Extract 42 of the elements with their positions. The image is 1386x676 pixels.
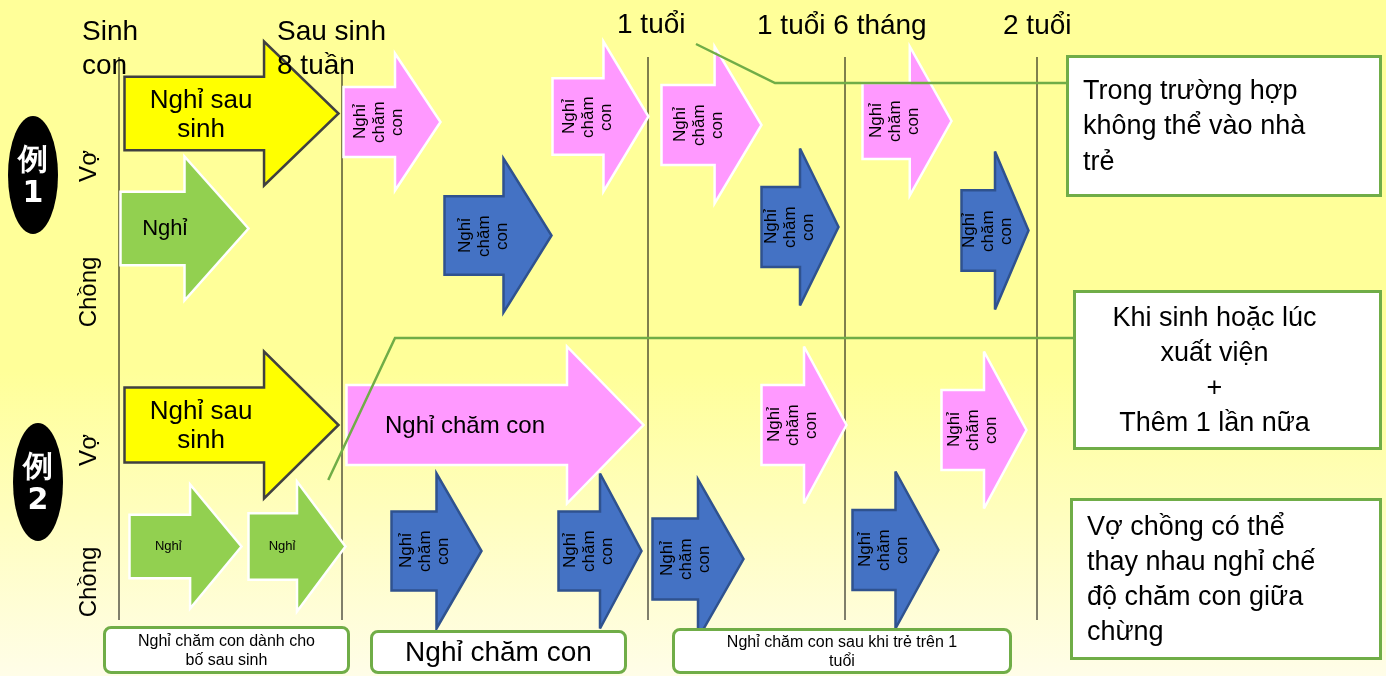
callout-text: Trong trường hợp không thể vào nhà trẻ [1083, 74, 1307, 178]
leave-label: Nghỉ chăm con [396, 529, 453, 574]
leader-line [695, 42, 1066, 85]
callout-text: Vợ chồng có thể thay nhau nghỉ chế độ chăm con giữa chừng [1087, 509, 1317, 649]
leave-label: Nghỉ sau sinh [148, 396, 254, 454]
period-box: Nghỉ chăm con dành cho bố sau sinh [103, 626, 350, 674]
age-label: 1 tuổi [617, 8, 702, 44]
callout-box [1070, 498, 1382, 660]
leave-label: Nghỉ chăm con [761, 205, 819, 250]
leave-label: Nghỉ chăm con [560, 94, 617, 140]
callout-text: Thêm 1 lần nữa [1118, 406, 1311, 440]
leave-label: Nghỉ chăm con [658, 537, 715, 582]
leave-label: Nghỉ chăm con [856, 528, 913, 573]
timeline-label: Sinh con [82, 14, 140, 82]
leave-label: Nghỉ chăm con [959, 208, 1017, 254]
leave-label: Nghỉ [268, 539, 296, 554]
row-label: Chồng [73, 256, 102, 328]
leave-label: Nghỉ chăm con [456, 213, 513, 259]
leave-label: Nghỉ chăm con [670, 103, 727, 148]
leader-line [327, 336, 1073, 481]
example-badge: 例2 [13, 423, 63, 541]
example-badge: 例1 [8, 116, 58, 234]
leave-label: Nghỉ sau sinh [148, 84, 254, 143]
callout-box [1066, 55, 1382, 197]
row-label: Chồng [73, 546, 102, 618]
leave-label: Nghỉ chăm con [561, 529, 618, 574]
callout-text: + [1205, 371, 1224, 404]
leave-label: Nghỉ chăm con [944, 408, 1002, 453]
leave-label: Nghỉ chăm con [867, 99, 924, 144]
row-label: Vợ [73, 150, 102, 182]
callout-box [1073, 290, 1382, 450]
leave-label: Nghỉ [154, 539, 182, 554]
row-label: Vợ [73, 434, 102, 466]
timeline-label: 1 tuổi 6 tháng [757, 8, 928, 42]
callout-text: Khi sinh hoặc lúc xuất viện [1111, 300, 1318, 369]
period-box: Nghỉ chăm con sau khi trẻ trên 1 tuổi [672, 628, 1012, 674]
timeline-label: 2 tuổi [1003, 8, 1073, 42]
leave-label: Nghỉ chăm con [351, 100, 408, 145]
period-box: Nghỉ chăm con [370, 630, 627, 674]
leave-label: Nghỉ chăm con [384, 411, 546, 439]
leave-label: Nghỉ chăm con [764, 403, 822, 448]
leave-label: Nghỉ [142, 216, 188, 241]
